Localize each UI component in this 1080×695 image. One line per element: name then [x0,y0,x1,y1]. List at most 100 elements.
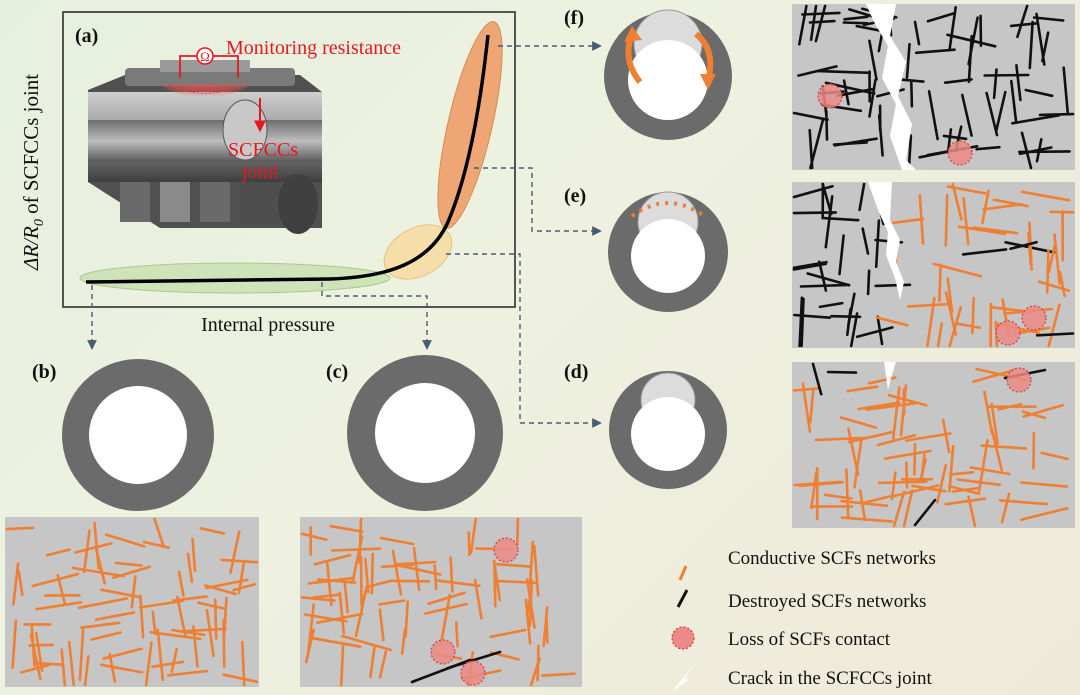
destroyed-fiber [874,283,912,288]
destroyed-fiber [824,110,829,141]
conductive-fiber [339,644,345,687]
legend: Conductive SCFs networks Destroyed SCFs … [671,548,936,692]
conductive-fiber [307,576,356,585]
legend-crack: Crack in the SCFCCs joint [728,668,932,689]
destroyed-fiber [797,4,808,46]
destroyed-fiber [858,182,866,212]
destroyed-fiber [946,128,953,153]
crack-shape [868,182,904,300]
conductive-fiber [847,427,860,476]
conductive-fiber [433,564,438,591]
conductive-fiber [1000,492,1011,524]
destroyed-fiber [975,145,1001,151]
conductive-fiber [997,402,1023,411]
destroyed-fiber [1024,88,1054,98]
destroyed-fiber [943,78,973,84]
monitoring-resistance-label: Monitoring resistance [226,37,401,59]
loss-contact-marker [493,537,519,563]
destroyed-fiber [909,81,914,108]
conductive-fiber [380,563,415,569]
destroyed-fiber [1032,16,1065,22]
ohmmeter-icon [196,47,214,65]
conductive-fiber [532,544,540,597]
electric-field-lines [169,84,241,94]
conductive-fiber [177,570,185,598]
destroyed-fiber [994,90,1007,133]
conductive-fiber [911,484,947,493]
conductive-fiber [792,386,821,392]
conductive-fiber [495,579,537,585]
conductive-fiber [329,524,364,533]
conductive-fiber [865,401,918,411]
destroyed-fiber [792,111,829,121]
fibers-b [5,517,259,687]
x-axis-label: Internal pressure [201,314,335,336]
pipe-end-cap [278,174,318,234]
fibers-c [300,517,576,687]
conductive-fiber [424,602,468,615]
conductive-fiber [378,599,406,606]
conductive-fiber [983,390,994,435]
joint-top-sleeve [160,60,250,72]
destroyed-fiber [927,90,939,141]
panel-a-label: (a) [75,25,98,47]
crack-shape [866,4,916,170]
conductive-fiber [12,562,20,606]
destroyed-fiber [824,195,834,249]
destroyed-fiber [792,211,838,215]
destroyed-fiber [1018,146,1053,156]
conductive-fiber [204,584,237,596]
conductive-fiber [1020,190,1071,202]
destroyed-fiber [1009,22,1038,28]
legend-loss: Loss of SCFs contact [728,629,891,650]
network-box-b [5,517,259,687]
conductive-fiber [199,526,226,535]
conductive-fiber [100,663,144,674]
conductive-fiber [29,633,42,681]
destroyed-fiber [1016,4,1029,39]
resistance-curve [85,34,490,284]
destroyed-fiber [798,296,804,348]
conductive-fiber [139,599,184,609]
conductive-fiber [114,561,143,567]
loss-contact-marker [1006,367,1032,393]
conductive-fiber [149,630,202,641]
conductive-fiber [370,552,375,595]
cross-section-b [62,359,214,511]
conductive-fiber [528,540,535,586]
destroyed-fiber [792,184,834,199]
joint-label-line1: SCFCCs [228,139,298,161]
loss-contact-marker [460,660,486,686]
conductive-fiber [108,652,117,683]
conductive-fiber [167,669,209,677]
conductive-fiber [435,579,481,588]
conductive-fiber [104,533,146,548]
destroyed-fiber [842,79,850,106]
conductive-fiber [78,628,85,682]
conductive-fiber [1027,232,1033,267]
conductive-fiber [153,517,165,547]
destroyed-fiber [817,260,828,292]
conductive-fiber [325,562,333,607]
destroyed-fiber [1020,131,1033,170]
conductive-fiber [304,628,316,664]
destroyed-fiber [983,73,1030,77]
conductive-fiber [90,631,122,641]
conductive-fiber [1058,270,1066,298]
destroyed-fiber [913,20,921,46]
conductive-fiber [151,610,157,636]
conductive-fiber [982,203,1024,211]
conductive-fiber [186,552,194,584]
conductive-fiber [899,384,908,437]
conductive-fiber [913,442,917,476]
destroyed-fiber [905,42,911,79]
stage-connectors [87,41,602,428]
conductive-fiber [11,619,18,670]
destroyed-fiber [861,227,870,255]
conductive-fiber [990,402,999,445]
conductive-fiber [972,226,1019,235]
electric-field-glow [160,85,250,99]
conductive-fiber [1047,303,1061,348]
conductive-fiber [300,532,328,542]
circuit-wire-left [179,55,197,78]
